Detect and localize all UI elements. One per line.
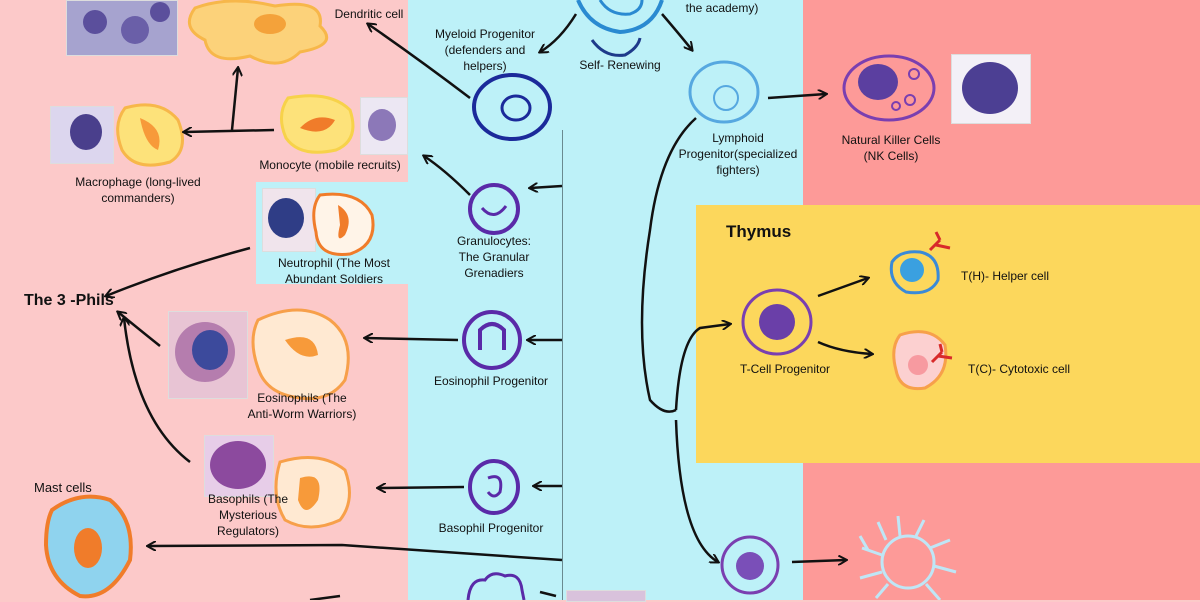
blue-band-left <box>408 0 563 600</box>
label-basophil-progenitor: Basophil Progenitor <box>438 521 544 535</box>
label-cytotoxic-cell: T(C)- Cytotoxic cell <box>968 362 1071 376</box>
label-myeloid-progenitor: Myeloid Progenitor (defenders and helper… <box>434 27 536 73</box>
label-macrophage: Macrophage (long-lived commanders) <box>75 175 201 205</box>
center-divider <box>562 130 563 600</box>
heading-thymus: Thymus <box>726 222 792 241</box>
label-monocyte: Monocyte (mobile recruits) <box>259 158 401 172</box>
label-eosinophil-progenitor: Eosinophil Progenitor <box>433 374 549 388</box>
label-the-academy: the academy) <box>685 1 759 15</box>
drawn-cells-orange <box>43 0 948 599</box>
drawn-cells-blue <box>462 0 957 600</box>
heading-three-phils: The 3 -Phils <box>24 292 114 309</box>
label-neutrophil: Neutrophil (The Most Abundant Soldiers <box>277 256 391 286</box>
label-dendritic-cell: Dendritic cell <box>334 7 404 21</box>
label-eosinophils: Eosinophils (The Anti-Worm Warriors) <box>247 391 357 421</box>
label-tcell-progenitor: T-Cell Progenitor <box>739 362 831 376</box>
lower-right-region <box>803 463 1200 600</box>
micrograph-cells <box>70 2 1018 489</box>
arrows <box>106 13 872 600</box>
label-nk-cells: Natural Killer Cells (NK Cells) <box>841 133 941 163</box>
label-helper-cell: T(H)- Helper cell <box>961 269 1050 283</box>
label-lymphoid-progenitor: Lymphoid Progenitor(specialized fighters… <box>678 131 798 177</box>
label-mast-cells: Mast cells <box>34 480 92 495</box>
label-granulocytes: Granulocytes: The Granular Grenadiers <box>456 234 532 280</box>
label-basophils: Basophils (The Mysterious Regulators) <box>207 492 289 538</box>
label-self-renewing: Self- Renewing <box>579 58 661 72</box>
